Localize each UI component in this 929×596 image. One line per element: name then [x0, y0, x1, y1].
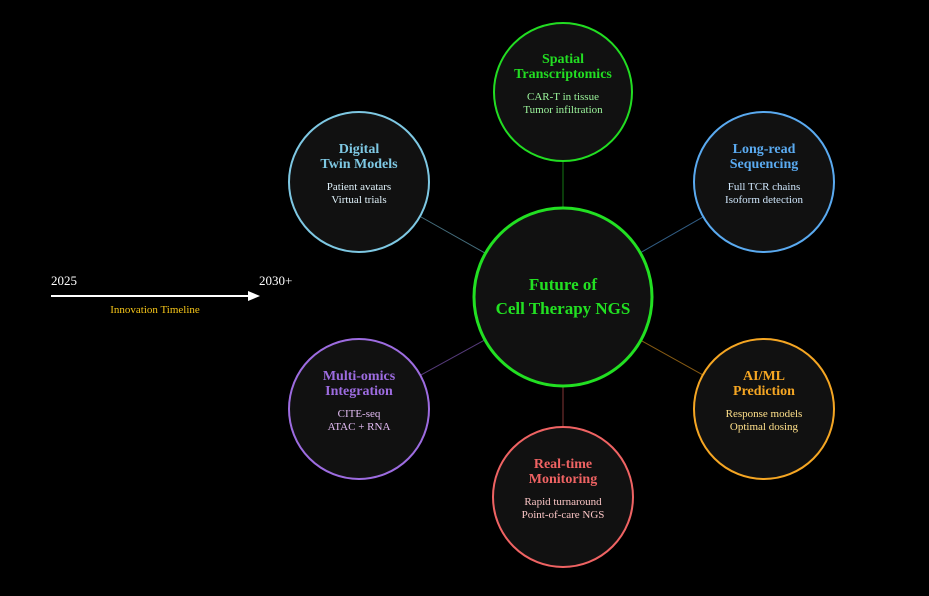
node-title-realtime-1: Real-time	[534, 457, 592, 472]
node-detail-digitaltwin-1: Patient avatars	[327, 181, 391, 193]
node-circle-digitaltwin	[288, 111, 430, 253]
center-node: Future of Cell Therapy NGS	[472, 206, 654, 388]
node-title-multiomics-1: Multi-omics	[323, 369, 396, 384]
node-detail-realtime-2: Point-of-care NGS	[522, 509, 605, 521]
node-circle-spatial	[493, 22, 633, 162]
node-detail-aiml-1: Response models	[726, 408, 803, 420]
connector-digitaltwin	[419, 215, 486, 254]
node-detail-aiml-2: Optimal dosing	[730, 421, 799, 433]
node-title-aiml-2: Prediction	[733, 384, 795, 399]
connector-aiml	[640, 339, 704, 376]
node-title-longread-1: Long-read	[733, 142, 796, 157]
node-title-spatial-1: Spatial	[542, 52, 584, 67]
node-detail-spatial-1: CAR-T in tissue	[527, 91, 599, 103]
node-circle-longread	[693, 111, 835, 253]
node-title-digitaltwin-1: Digital	[339, 142, 380, 157]
node-detail-longread-1: Full TCR chains	[728, 181, 801, 193]
node-detail-realtime-1: Rapid turnaround	[524, 496, 602, 508]
connector-longread	[640, 216, 704, 254]
timeline-arrow-head	[248, 291, 260, 301]
node-circle-aiml	[693, 338, 835, 480]
connector-multiomics	[420, 339, 486, 376]
center-title-line-2: Cell Therapy NGS	[496, 299, 631, 318]
node-title-realtime-2: Monitoring	[529, 472, 597, 487]
node-detail-spatial-2: Tumor infiltration	[523, 104, 603, 116]
node-detail-multiomics-1: CITE-seq	[338, 408, 381, 420]
center-circle	[472, 206, 654, 388]
node-circle-multiomics	[288, 338, 430, 480]
node-circle-realtime	[492, 426, 634, 568]
node-detail-multiomics-2: ATAC + RNA	[328, 421, 391, 433]
node-title-multiomics-2: Integration	[325, 384, 393, 399]
connector-lines	[419, 161, 704, 427]
node-title-aiml-1: AI/ML	[743, 369, 785, 384]
timeline-start-label: 2025	[51, 273, 77, 288]
timeline-end-label: 2030+	[259, 273, 292, 288]
node-title-longread-2: Sequencing	[730, 157, 798, 172]
node-detail-longread-2: Isoform detection	[725, 194, 803, 206]
center-title-line-1: Future of	[529, 275, 597, 294]
timeline: 2025 2030+ Innovation Timeline	[51, 273, 292, 316]
timeline-caption: Innovation Timeline	[110, 304, 200, 316]
node-detail-digitaltwin-2: Virtual trials	[331, 194, 386, 206]
node-title-spatial-2: Transcriptomics	[514, 67, 612, 82]
node-title-digitaltwin-2: Twin Models	[320, 157, 398, 172]
